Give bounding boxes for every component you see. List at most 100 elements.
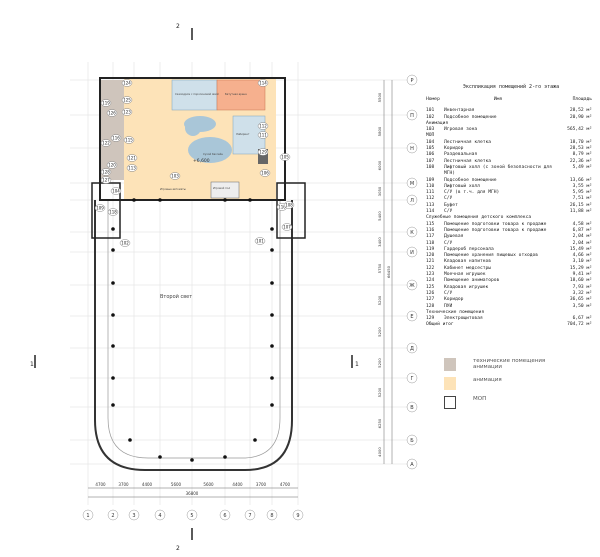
column-axis-label: 7 xyxy=(248,513,251,519)
room-tag xyxy=(169,172,181,180)
room-number: 110 xyxy=(278,205,286,210)
table-row: 115 Помещение подготовки товара к продаже… xyxy=(426,222,596,228)
cell-area: 2,04 м² xyxy=(572,234,592,240)
row-axis-label: Ж xyxy=(409,283,415,289)
column-axis-marker xyxy=(186,509,198,521)
room-number: 128 xyxy=(102,170,110,175)
cell-name: Инвентарная xyxy=(444,108,475,114)
column-span-label: 3700 xyxy=(118,482,129,487)
row-axis-marker xyxy=(406,279,418,291)
structural-column xyxy=(190,458,194,462)
cell-name: Электрощитовая xyxy=(444,316,483,322)
room-number: 122 xyxy=(102,141,110,146)
legend-swatch xyxy=(444,396,456,409)
structural-column xyxy=(111,313,115,317)
cell-area: 5,95 м² xyxy=(572,190,592,196)
cell-area: 18,60 м² xyxy=(569,278,592,284)
cell-name: Гардероб персонала xyxy=(444,246,494,252)
cell-name: Помещение аниматоров xyxy=(444,278,500,284)
cell-area: 5,49 м² xyxy=(572,164,592,170)
cell-n: 107 xyxy=(426,158,435,164)
column-span-label: 4700 xyxy=(95,482,106,487)
cell-name: Игровая зона xyxy=(444,127,478,133)
structural-column xyxy=(132,198,136,202)
table-group-heading: Анимация xyxy=(426,120,449,126)
legend-label: анимация xyxy=(473,377,502,383)
cell-n: 104 xyxy=(426,139,435,145)
cell-n: 101 xyxy=(426,108,435,114)
cell-n: 115 xyxy=(426,221,435,227)
column-total-label: 36800 xyxy=(186,491,199,496)
room-number: 119 xyxy=(102,101,110,106)
room-number: 113 xyxy=(128,166,136,171)
room-tag xyxy=(110,134,122,142)
row-span-label: 5200 xyxy=(377,295,382,305)
room-tag xyxy=(110,187,122,195)
row-total-label: 66450 xyxy=(386,265,391,278)
room-tag xyxy=(254,237,266,245)
cell-n: 113 xyxy=(426,202,435,208)
zone-label: Лабиринт xyxy=(236,132,250,136)
structural-column xyxy=(270,281,274,285)
structural-column xyxy=(158,455,162,459)
legend-item-mop: МОП xyxy=(444,396,553,409)
cell-n: 103 xyxy=(426,127,435,133)
structural-column xyxy=(223,198,227,202)
cell-name: Помещение подготовки товара к продаже xyxy=(444,221,547,227)
column-span-label: 3700 xyxy=(256,482,267,487)
column-axis-label: 4 xyxy=(158,513,161,519)
cell-name: С/У xyxy=(444,290,453,296)
table-header: Номер Имя Площадь xyxy=(426,97,596,103)
cell-n: 112 xyxy=(426,196,435,202)
row-span-label: 6000 xyxy=(377,160,382,170)
table-title: Экспликация помещений 2-го этажа xyxy=(462,84,560,90)
row-axis-marker xyxy=(406,372,418,384)
column-axis-marker xyxy=(244,509,256,521)
cell-n: 105 xyxy=(426,146,435,152)
cell-name: Раздевальная xyxy=(444,152,478,158)
elevation-mark: +6,600 xyxy=(193,158,210,164)
row-span-label: 5400 xyxy=(377,211,382,221)
cell-area: 6,87 м² xyxy=(572,227,592,233)
cell-area: 8,79 м² xyxy=(572,152,592,158)
row-axis-label: Л xyxy=(410,198,414,204)
room-number: 111 xyxy=(259,133,267,138)
room-tag xyxy=(126,164,138,172)
row-span-label: 5800 xyxy=(377,126,382,136)
cell-n: 106 xyxy=(426,152,435,158)
cell-name: Душевая xyxy=(444,234,464,240)
structural-column xyxy=(270,376,274,380)
column-span-label: 4700 xyxy=(280,482,291,487)
cell-name: Лифтовый холл (с зоной безопасности для … xyxy=(444,164,552,177)
column-axis-marker xyxy=(128,509,140,521)
structural-column xyxy=(270,313,274,317)
cell-name: Подсобное помещение xyxy=(444,177,497,183)
room-tag xyxy=(119,239,131,247)
header-area: Площадь xyxy=(572,97,592,102)
room-tag xyxy=(100,176,112,184)
zone-label: Скалодром с поролоновой ямой xyxy=(175,92,219,96)
cell-area: 4,58 м² xyxy=(572,221,592,227)
room-number: 106 xyxy=(261,171,269,176)
atrium-outline xyxy=(94,200,293,471)
cell-area: 7,93 м² xyxy=(572,284,592,290)
room-number: 124 xyxy=(123,81,131,86)
cell-name: Моечная игрушек xyxy=(444,272,486,278)
cell-name: Лестничная клетка xyxy=(444,139,492,145)
room-schedule-table: Экспликация помещений 2-го этажа Номер И… xyxy=(426,84,596,329)
row-axis-label: Г xyxy=(410,376,413,382)
total-label: Общий итог xyxy=(426,322,454,328)
room-tag xyxy=(257,79,269,87)
room-tag xyxy=(94,204,106,212)
room-tag xyxy=(123,136,135,144)
cell-n: 119 xyxy=(426,246,435,252)
cell-n: 129 xyxy=(426,316,435,322)
